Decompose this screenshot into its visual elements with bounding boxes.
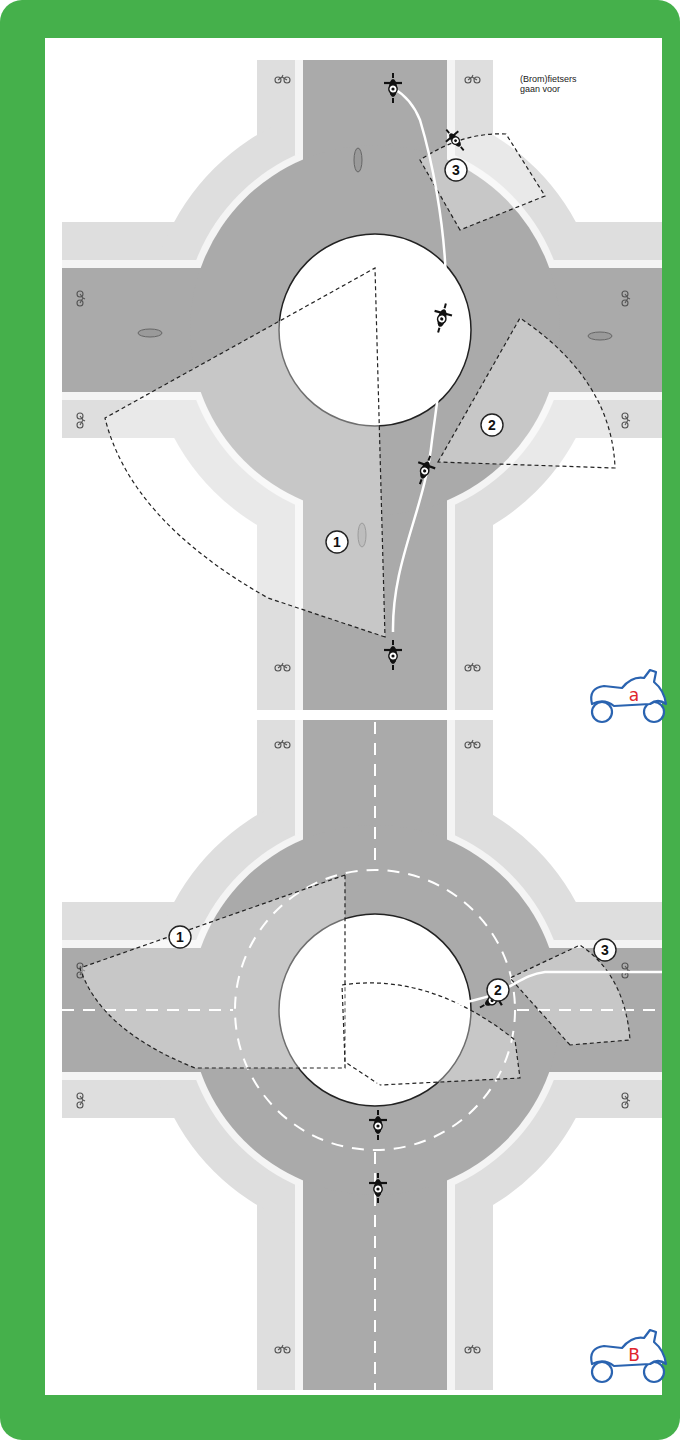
callout-number: 1 <box>176 930 184 944</box>
icon-letter: B <box>628 1347 640 1364</box>
callout-number: 2 <box>494 983 502 997</box>
callout-number: 1 <box>333 535 341 549</box>
icon-letter: a <box>629 687 639 704</box>
callout-number: 2 <box>488 418 496 432</box>
callout-number: 3 <box>452 163 460 177</box>
sign-note: (Brom)fietsers gaan voor <box>520 74 598 95</box>
callout-number: 3 <box>601 943 609 957</box>
